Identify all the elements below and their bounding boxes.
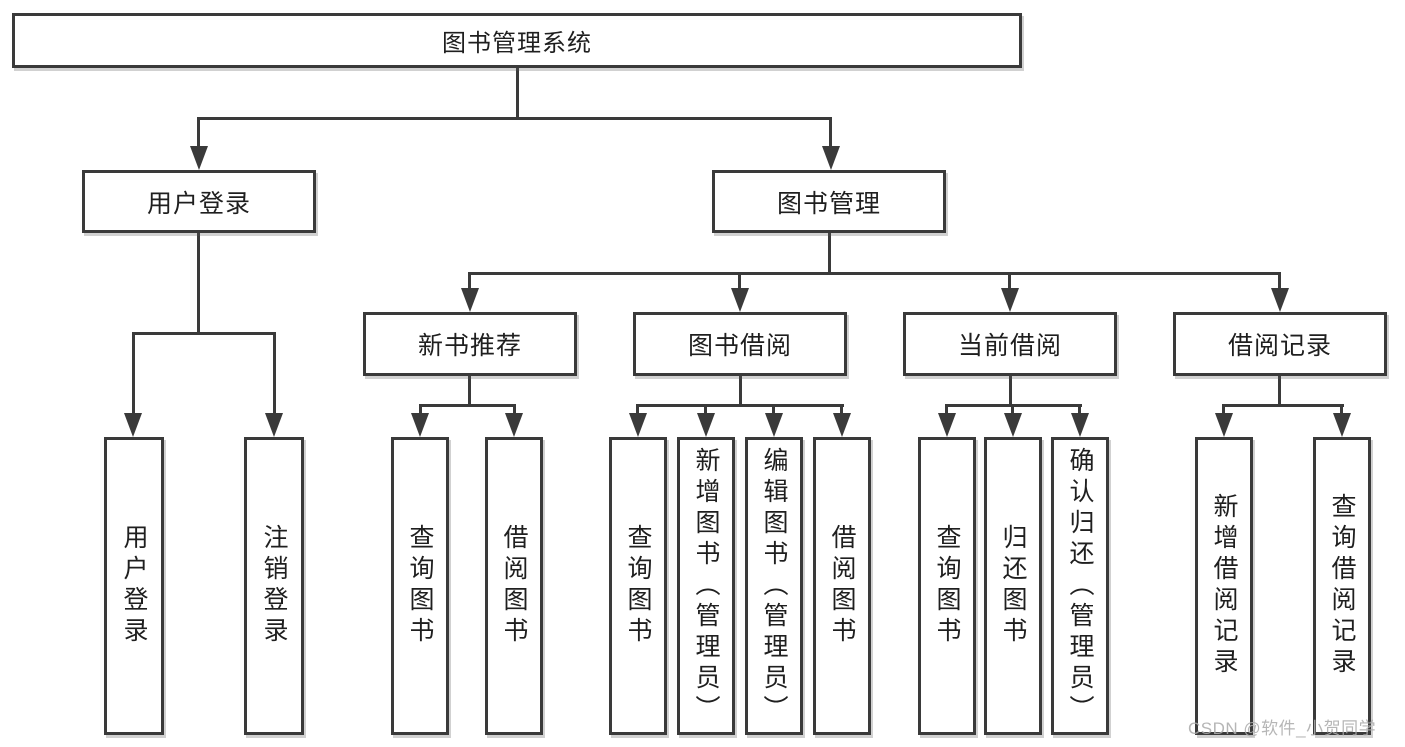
- connector-current-borrow-stem: [1009, 376, 1012, 407]
- node-current-borrow: 当前借阅: [903, 312, 1117, 376]
- connector-drop-cb-confirm: [1078, 404, 1081, 415]
- connector-user-login-branch: [132, 332, 276, 335]
- node-new-book-recommend-label: 新书推荐: [417, 332, 522, 360]
- node-nb-borrow-books-label: 借阅图书: [500, 524, 528, 648]
- connector-drop-new-book: [468, 272, 471, 290]
- connector-drop-cb-return: [1011, 404, 1014, 415]
- node-bb-add-book-admin: 新增图书（管理员）: [677, 437, 735, 735]
- node-cb-return-books-label: 归还图书: [999, 524, 1027, 648]
- node-logout-action: 注销登录: [244, 437, 304, 735]
- connector-drop-bb-edit: [772, 404, 775, 415]
- connector-new-book-branch: [419, 404, 516, 407]
- node-nb-query-books: 查询图书: [391, 437, 449, 735]
- node-root-label: 图书管理系统: [442, 30, 592, 57]
- arrowhead-bb-edit: [765, 413, 783, 437]
- connector-drop-bb-query: [636, 404, 639, 415]
- arrowhead-nb-borrow: [505, 413, 523, 437]
- arrowhead-bb-add: [697, 413, 715, 437]
- node-user-login-label: 用户登录: [146, 189, 251, 218]
- arrowhead-bb-borrow: [833, 413, 851, 437]
- connector-user-login-stem: [197, 233, 200, 335]
- node-user-login: 用户登录: [82, 170, 316, 233]
- connector-drop-login-action: [132, 332, 135, 415]
- arrowhead-book-management: [822, 146, 840, 170]
- node-book-management-label: 图书管理: [776, 189, 881, 218]
- node-bb-query-books: 查询图书: [609, 437, 667, 735]
- connector-drop-cb-query: [945, 404, 948, 415]
- arrowhead-book-borrow: [731, 288, 749, 312]
- connector-drop-br-query: [1340, 404, 1343, 415]
- arrowhead-login-action: [124, 413, 142, 437]
- node-br-add-record-label: 新增借阅记录: [1210, 493, 1238, 679]
- node-br-query-record: 查询借阅记录: [1313, 437, 1371, 735]
- connector-drop-current-borrow: [1008, 272, 1011, 290]
- connector-drop-book-borrow: [738, 272, 741, 290]
- connector-book-management-stem: [828, 233, 831, 274]
- node-book-borrow-label: 图书借阅: [687, 332, 792, 360]
- arrowhead-br-query: [1333, 413, 1351, 437]
- arrowhead-logout-action: [265, 413, 283, 437]
- node-cb-query-books: 查询图书: [918, 437, 976, 735]
- connector-book-borrow-stem: [739, 376, 742, 407]
- node-root: 图书管理系统: [12, 13, 1022, 68]
- connector-new-book-stem: [468, 376, 471, 407]
- node-book-management: 图书管理: [712, 170, 946, 233]
- connector-book-borrow-branch: [637, 404, 844, 407]
- node-bb-borrow-books: 借阅图书: [813, 437, 871, 735]
- connector-borrow-records-branch: [1222, 404, 1344, 407]
- connector-drop-bb-borrow: [840, 404, 843, 415]
- node-cb-confirm-return-admin-label: 确认归还（管理员）: [1066, 446, 1094, 726]
- connector-drop-nb-borrow: [513, 404, 516, 415]
- node-cb-return-books: 归还图书: [984, 437, 1042, 735]
- node-bb-edit-book-admin: 编辑图书（管理员）: [745, 437, 803, 735]
- node-borrow-records: 借阅记录: [1173, 312, 1387, 376]
- connector-root-branch: [197, 117, 832, 120]
- node-user-login-action: 用户登录: [104, 437, 164, 735]
- node-bb-query-books-label: 查询图书: [624, 524, 652, 648]
- connector-borrow-records-stem: [1278, 376, 1281, 407]
- node-borrow-records-label: 借阅记录: [1227, 332, 1332, 360]
- node-new-book-recommend: 新书推荐: [363, 312, 577, 376]
- node-book-borrow: 图书借阅: [633, 312, 847, 376]
- connector-drop-user-login: [197, 117, 200, 148]
- connector-drop-br-add: [1222, 404, 1225, 415]
- arrowhead-cb-query: [938, 413, 956, 437]
- connector-level3-branch: [468, 272, 1281, 275]
- node-bb-borrow-books-label: 借阅图书: [828, 524, 856, 648]
- connector-drop-borrow-records: [1278, 272, 1281, 290]
- node-cb-query-books-label: 查询图书: [933, 524, 961, 648]
- connector-root-stem: [516, 68, 519, 119]
- node-current-borrow-label: 当前借阅: [957, 332, 1062, 360]
- node-cb-confirm-return-admin: 确认归还（管理员）: [1051, 437, 1109, 735]
- arrowhead-cb-return: [1004, 413, 1022, 437]
- arrowhead-current-borrow: [1001, 288, 1019, 312]
- arrowhead-cb-confirm: [1071, 413, 1089, 437]
- arrowhead-nb-query: [411, 413, 429, 437]
- arrowhead-user-login: [190, 146, 208, 170]
- connector-drop-logout-action: [273, 332, 276, 415]
- connector-drop-nb-query: [419, 404, 422, 415]
- connector-drop-book-management: [829, 117, 832, 148]
- arrowhead-bb-query: [629, 413, 647, 437]
- arrowhead-borrow-records: [1271, 288, 1289, 312]
- node-user-login-action-label: 用户登录: [120, 524, 148, 648]
- arrowhead-br-add: [1215, 413, 1233, 437]
- connector-drop-bb-add: [704, 404, 707, 415]
- arrowhead-new-book: [461, 288, 479, 312]
- node-nb-borrow-books: 借阅图书: [485, 437, 543, 735]
- node-bb-add-book-admin-label: 新增图书（管理员）: [692, 446, 720, 726]
- node-logout-action-label: 注销登录: [260, 524, 288, 648]
- node-nb-query-books-label: 查询图书: [406, 524, 434, 648]
- node-br-query-record-label: 查询借阅记录: [1328, 493, 1356, 679]
- node-br-add-record: 新增借阅记录: [1195, 437, 1253, 735]
- node-bb-edit-book-admin-label: 编辑图书（管理员）: [760, 446, 788, 726]
- csdn-watermark: CSDN @软件_小贺同学: [1188, 719, 1377, 738]
